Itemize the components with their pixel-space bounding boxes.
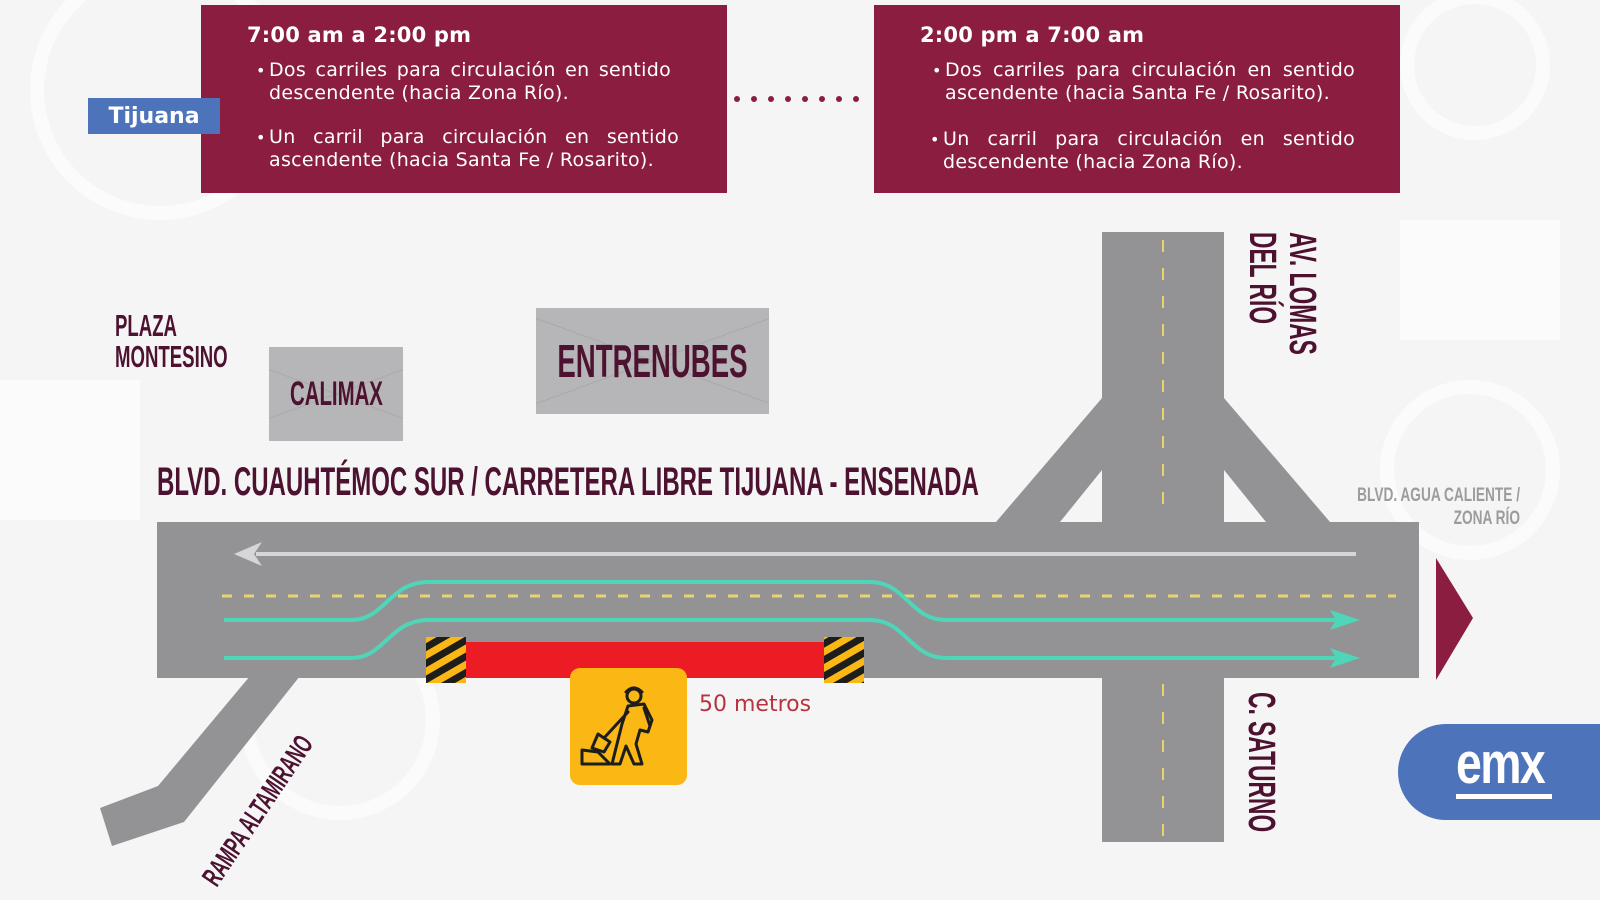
building-entrenubes: ENTRENUBES — [536, 308, 769, 414]
work-zone-length: 50 metros — [699, 692, 812, 717]
construction-sign — [570, 668, 687, 785]
schedule-time: 7:00 am a 2:00 pm — [247, 23, 472, 47]
label-calimax: CALIMAX — [289, 374, 383, 413]
westbound-arrow-icon — [234, 542, 262, 566]
connector-dots — [734, 96, 859, 102]
construction-worker-icon — [580, 686, 654, 766]
label-line: ZONA RÍO — [1453, 508, 1520, 529]
label-entrenubes: ENTRENUBES — [557, 335, 748, 387]
eastbound-lane-2 — [224, 618, 1338, 660]
schedule-bullet: Dos carriles para circulación en sentido… — [256, 59, 671, 105]
eastbound-arrow-icon — [1330, 648, 1360, 668]
schedule-box-morning: 7:00 am a 2:00 pm Dos carriles para circ… — [201, 5, 727, 193]
label-destination: BLVD. AGUA CALIENTE / ZONA RÍO — [1347, 484, 1520, 530]
schedule-box-evening: 2:00 pm a 7:00 am Dos carriles para circ… — [874, 5, 1400, 193]
building-calimax: CALIMAX — [269, 347, 403, 441]
logo-text: emx — [1456, 731, 1546, 796]
schedule-time: 2:00 pm a 7:00 am — [920, 23, 1145, 47]
road-ramp-right — [1224, 398, 1330, 522]
schedule-bullet: Un carril para circulación en sentido as… — [256, 126, 679, 172]
label-line: BLVD. AGUA CALIENTE / — [1357, 485, 1520, 506]
city-tag: Tijuana — [88, 98, 220, 134]
label-main-boulevard: BLVD. CUAUHTÉMOC SUR / CARRETERA LIBRE T… — [157, 460, 979, 504]
label-line: MONTESINO — [115, 339, 228, 374]
logo-underline — [1456, 794, 1552, 799]
road-ramp-left — [996, 398, 1102, 522]
label-plaza-montesino: PLAZA MONTESINO — [115, 310, 228, 372]
schedule-bullet: Un carril para circulación en sentido de… — [930, 128, 1355, 174]
label-c-saturno: C. SATURNO — [1240, 692, 1282, 833]
hazard-barrier-left — [426, 637, 466, 683]
road-c-saturno — [1102, 676, 1224, 842]
label-line: AV. LOMAS — [1281, 232, 1323, 355]
label-av-lomas-del-rio: AV. LOMAS DEL RÍO — [1241, 232, 1323, 355]
label-line: PLAZA — [115, 308, 177, 343]
label-line: DEL RÍO — [1241, 232, 1283, 325]
emx-logo: emx — [1398, 724, 1600, 820]
direction-arrow-icon — [1436, 558, 1473, 680]
road-rampa-altamirano — [100, 676, 300, 846]
hazard-barrier-right — [824, 637, 864, 683]
schedule-bullet: Dos carriles para circulación en sentido… — [932, 59, 1355, 105]
eastbound-arrow-icon — [1330, 610, 1360, 630]
eastbound-lane-1 — [224, 580, 1338, 622]
